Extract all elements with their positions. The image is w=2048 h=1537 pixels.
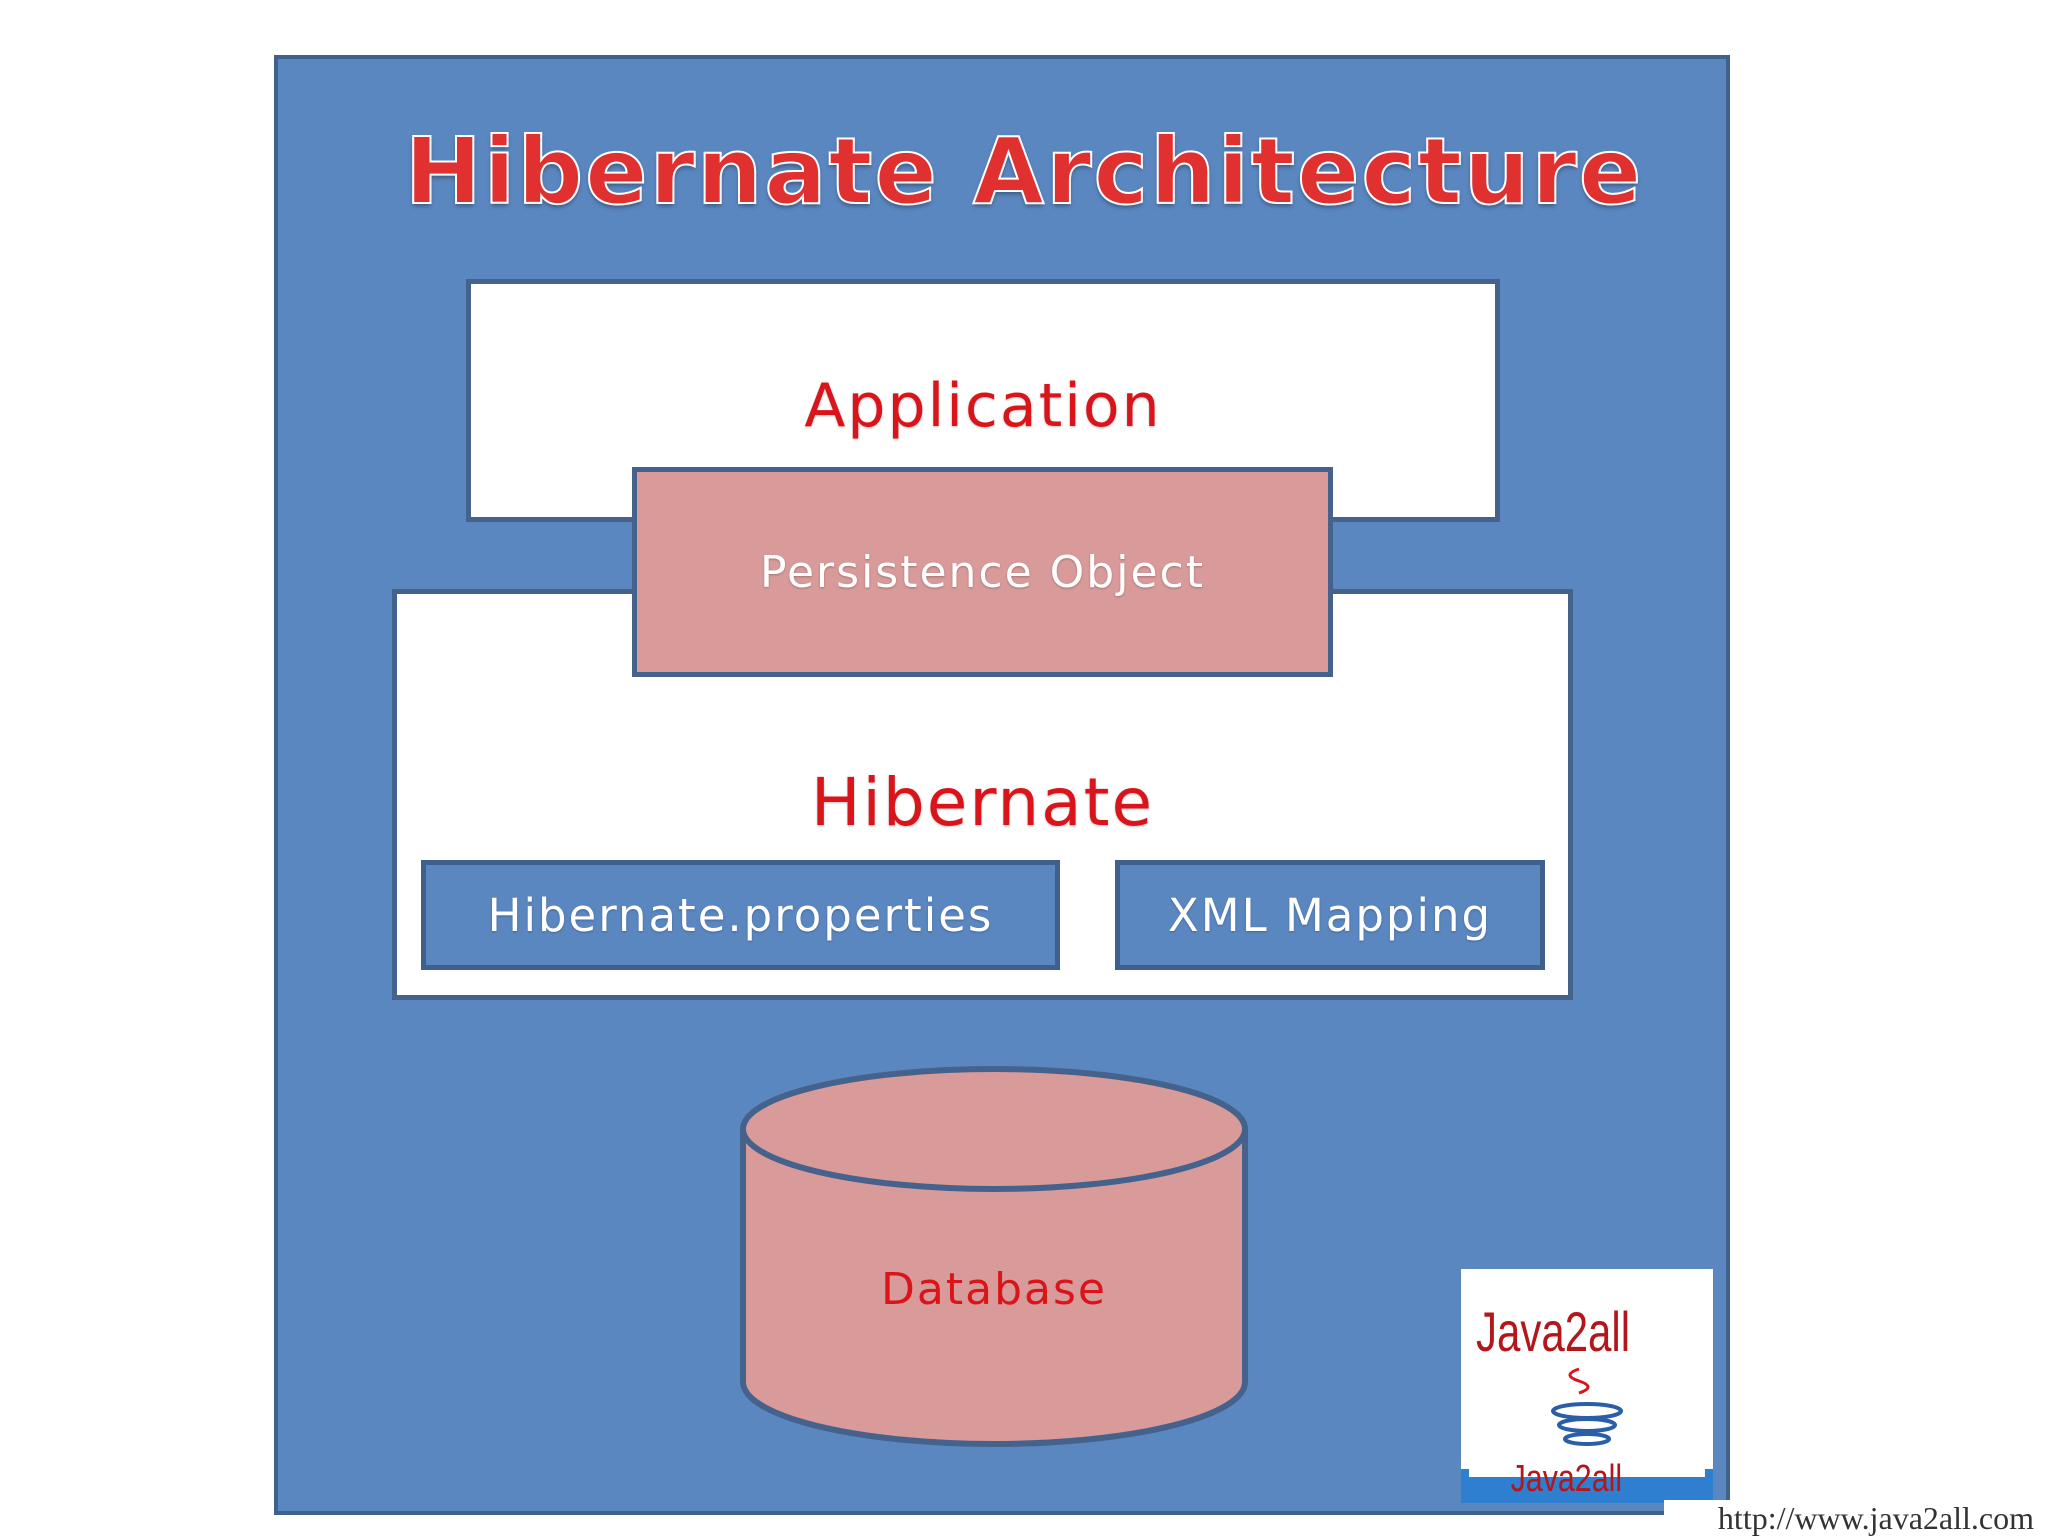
logo-text-bottom: Java2all [1511,1458,1623,1500]
database-cylinder-shape [740,1066,1248,1447]
logo-text-top: Java2all [1476,1301,1630,1363]
hibernate-label: Hibernate [810,764,1155,841]
java2all-logo: Java2all Java2all [1461,1269,1713,1503]
persistence-object-label: Persistence Object [760,546,1205,598]
hibernate-properties-label: Hibernate.properties [487,888,994,942]
database-cylinder: Database [738,1064,1250,1449]
database-label: Database [881,1264,1107,1315]
java2all-logo-graphic: Java2all Java2all [1461,1301,1713,1503]
application-label: Application [804,371,1162,441]
xml-mapping-label: XML Mapping [1167,888,1493,942]
footer-url[interactable]: http://www.java2all.com [1664,1500,2034,1537]
xml-mapping-box: XML Mapping [1115,860,1545,970]
persistence-object-box: Persistence Object [632,467,1333,677]
diagram-title: Hibernate Architecture [404,117,1644,226]
hibernate-properties-box: Hibernate.properties [421,860,1060,970]
